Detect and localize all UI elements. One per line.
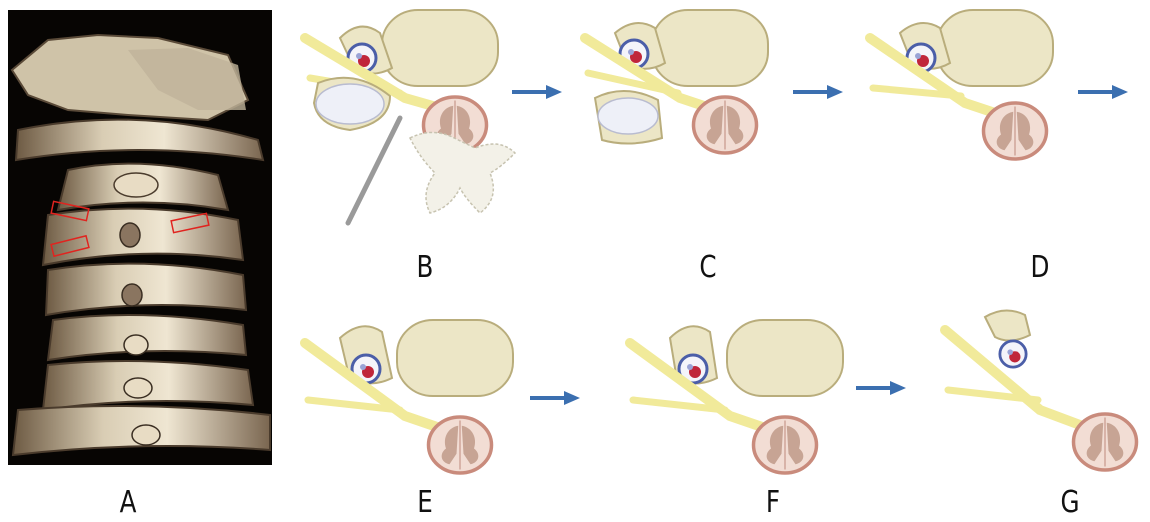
arrow-f-to-g — [856, 380, 906, 396]
instrument — [348, 118, 400, 223]
ct-reconstruction-image — [8, 10, 272, 465]
diagram-panel-f — [625, 318, 855, 483]
diagram-panel-g — [940, 305, 1150, 480]
arrow-d-to-e — [1078, 84, 1128, 100]
cyst — [316, 84, 384, 124]
panel-label-e: E — [409, 488, 442, 518]
spinal-cord-icon — [429, 417, 492, 473]
cyst — [598, 98, 658, 134]
panel-label-g: G — [1054, 488, 1087, 518]
lamina-outline — [410, 132, 515, 213]
panel-label-b: B — [409, 253, 442, 283]
panel-label-d: D — [1024, 253, 1057, 283]
vertebral-body — [382, 10, 498, 86]
diagram-panel-b — [300, 8, 530, 228]
panel-label-c: C — [692, 253, 725, 283]
arrow-c-to-d — [793, 84, 843, 100]
arrow-e-to-f — [530, 390, 580, 406]
panel-label-f: F — [757, 488, 790, 518]
spinal-cord-icon — [694, 97, 757, 153]
spinal-cord-icon — [1074, 414, 1137, 470]
diagram-panel-c — [580, 8, 780, 168]
arrow-b-to-c — [512, 84, 562, 100]
spinal-cord-icon — [754, 417, 817, 473]
vertebral-artery-icon — [1000, 341, 1026, 367]
spinal-cord-icon — [984, 103, 1047, 159]
diagram-panel-e — [300, 318, 530, 483]
diagram-panel-d — [865, 8, 1075, 168]
panel-label-a: A — [112, 488, 145, 518]
